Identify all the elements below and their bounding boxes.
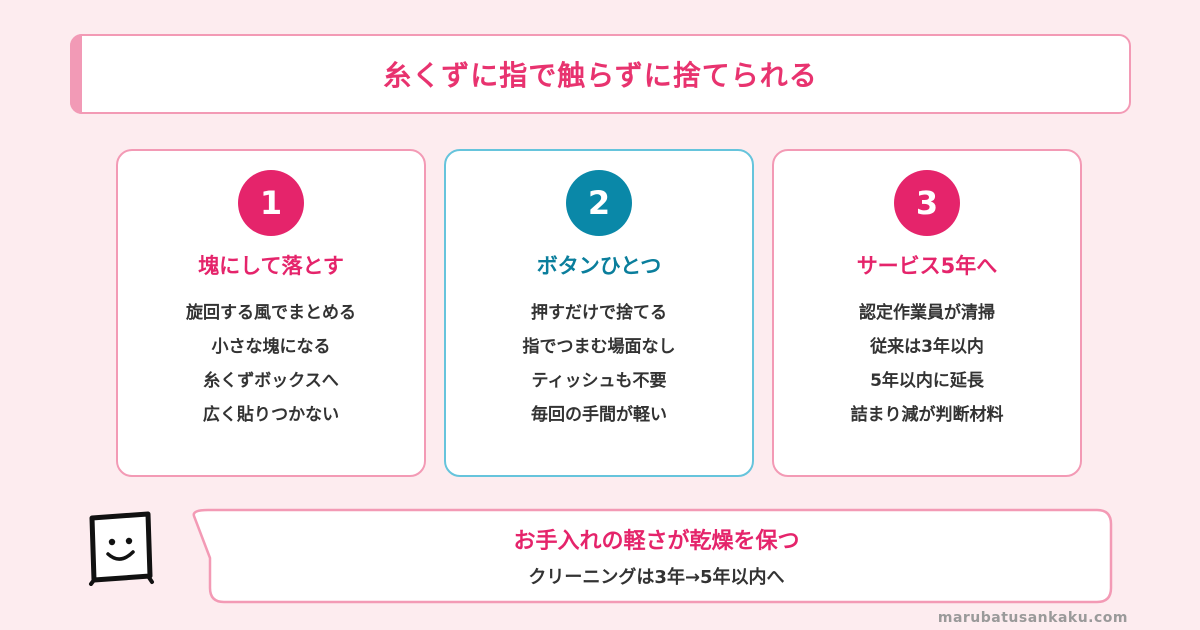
list-item: 指でつまむ場面なし xyxy=(522,337,676,357)
list-item: ティッシュも不要 xyxy=(531,371,667,391)
title-banner: 糸くずに指で触らずに捨てられる xyxy=(70,34,1131,114)
card-number-badge: 3 xyxy=(894,170,960,236)
card-heading: 塊にして落とす xyxy=(198,254,344,278)
list-item: 認定作業員が清掃 xyxy=(859,303,995,323)
card-number-badge: 1 xyxy=(238,170,304,236)
list-item: 毎回の手間が軽い xyxy=(531,405,667,425)
card-list: 旋回する風でまとめる 小さな塊になる 糸くずボックスへ 広く貼りつかない xyxy=(186,296,356,432)
feature-card-3: 3 サービス5年へ 認定作業員が清掃 従来は3年以内 5年以内に延長 詰まり減が… xyxy=(772,149,1082,477)
card-heading: サービス5年へ xyxy=(856,254,998,278)
summary-callout: お手入れの軽さが乾燥を保つ クリーニングは3年→5年以内へ xyxy=(180,508,1113,604)
card-heading: ボタンひとつ xyxy=(536,254,662,278)
card-list: 押すだけで捨てる 指でつまむ場面なし ティッシュも不要 毎回の手間が軽い xyxy=(523,296,676,432)
page-title: 糸くずに指で触らずに捨てられる xyxy=(383,59,818,92)
summary-heading: お手入れの軽さが乾燥を保つ xyxy=(513,529,800,554)
feature-card-2: 2 ボタンひとつ 押すだけで捨てる 指でつまむ場面なし ティッシュも不要 毎回の… xyxy=(444,149,754,477)
card-list: 認定作業員が清掃 従来は3年以内 5年以内に延長 詰まり減が判断材料 xyxy=(851,296,1004,432)
list-item: 糸くずボックスへ xyxy=(203,371,339,391)
list-item: 小さな塊になる xyxy=(211,337,331,357)
list-item: 詰まり減が判断材料 xyxy=(850,405,1004,425)
feature-card-1: 1 塊にして落とす 旋回する風でまとめる 小さな塊になる 糸くずボックスへ 広く… xyxy=(116,149,426,477)
summary-subtext: クリーニングは3年→5年以内へ xyxy=(528,567,785,588)
list-item: 5年以内に延長 xyxy=(870,371,984,391)
list-item: 旋回する風でまとめる xyxy=(186,303,356,323)
summary-text: お手入れの軽さが乾燥を保つ クリーニングは3年→5年以内へ xyxy=(180,508,1113,604)
list-item: 従来は3年以内 xyxy=(870,337,984,357)
speech-bubble-frame xyxy=(192,508,1113,604)
title-accent-bar xyxy=(70,34,82,114)
smiling-box-icon xyxy=(89,511,154,586)
list-item: 広く貼りつかない xyxy=(202,405,340,425)
site-url: marubatusankaku.com xyxy=(937,610,1128,626)
card-number-badge: 2 xyxy=(566,170,632,236)
list-item: 押すだけで捨てる xyxy=(531,303,667,323)
